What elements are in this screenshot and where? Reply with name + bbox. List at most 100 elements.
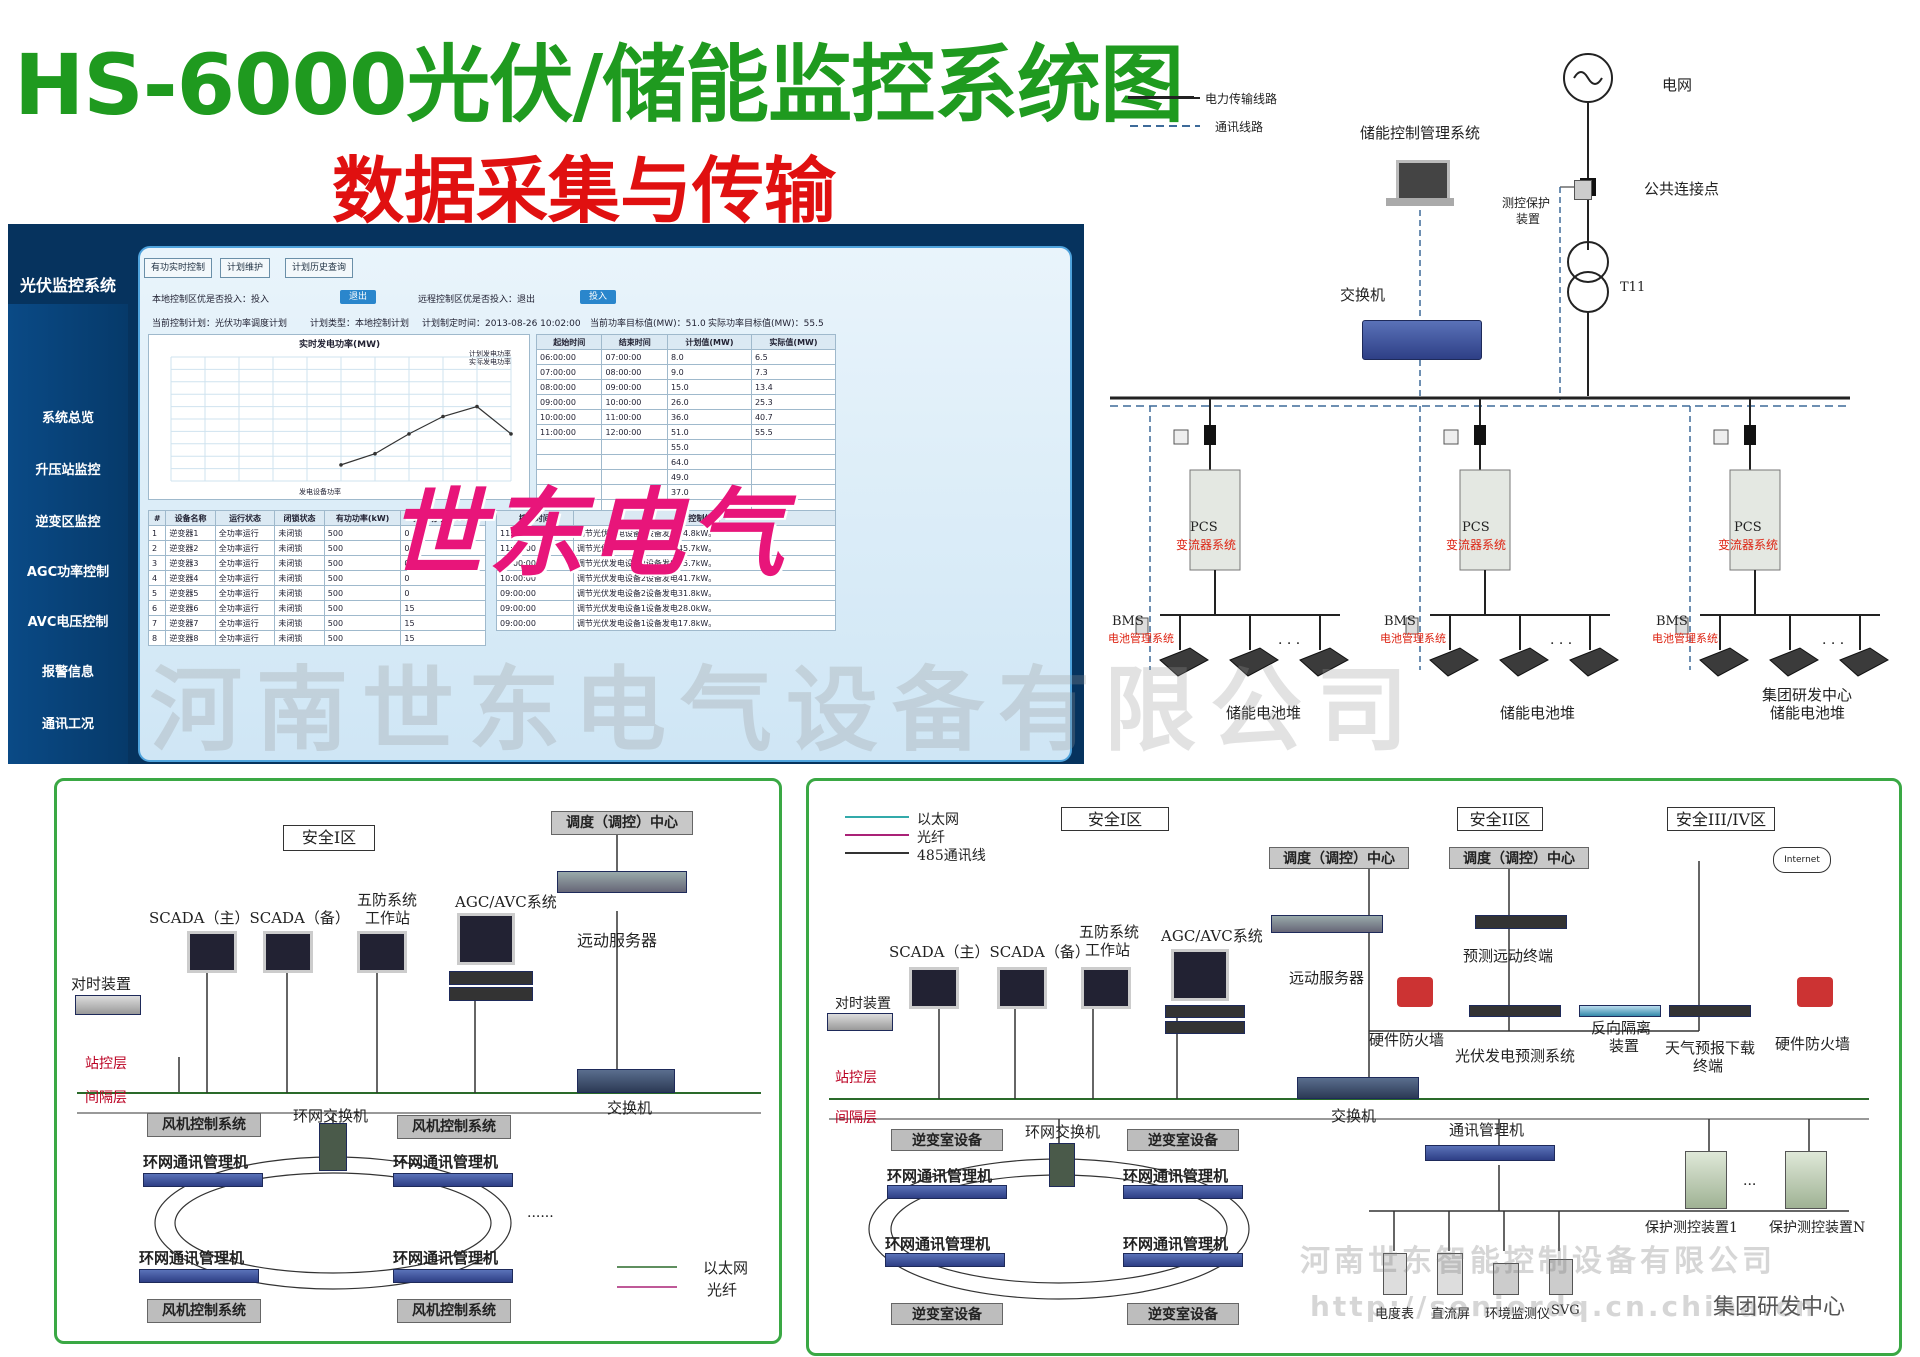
wind-scada-backup-pc-icon <box>263 931 313 973</box>
table-cell: 调节光伏发电设备1设备发电17.8kW。 <box>572 615 837 631</box>
table-cell: 12:00:00 <box>601 424 668 440</box>
nav-avc[interactable]: AVC电压控制 <box>27 614 109 630</box>
remote-enable-button[interactable]: 投入 <box>580 290 616 304</box>
url-watermark: http://seniordq.cn.china.cn <box>1310 1290 1818 1323</box>
switch-label: 交换机 <box>1340 286 1386 304</box>
table-cell: 逆变器4 <box>165 570 216 586</box>
tab-plan-maintenance[interactable]: 计划维护 <box>220 258 271 278</box>
table-cell: 51.0 <box>666 424 752 440</box>
table-cell: 未闭锁 <box>274 525 325 541</box>
table-cell: 8 <box>147 630 167 646</box>
battery-rack-icon <box>1839 647 1889 677</box>
table-header: 运行状态 <box>214 510 276 526</box>
nav-system-overview[interactable]: 系统总览 <box>41 410 94 426</box>
table-cell: 15.0 <box>666 379 752 395</box>
table-cell: 09:00:00 <box>601 379 668 395</box>
table-cell: 10:00:00 <box>535 409 603 425</box>
pv-ring-mgr-1: 环网通讯管理机 <box>887 1167 993 1185</box>
table-cell: 09:00:00 <box>496 615 574 631</box>
battery-label-1: 储能电池堆 <box>1226 704 1302 722</box>
pv-forecast-system-icon <box>1469 1005 1561 1017</box>
pcs-cabinet-icon <box>1459 469 1511 571</box>
table-cell: 08:00:00 <box>601 364 668 380</box>
nav-agc[interactable]: AGC功率控制 <box>26 564 110 580</box>
table-cell: 未闭锁 <box>274 630 325 646</box>
wind-remote-label: 远动服务器 <box>577 931 658 950</box>
status-plan: 当前控制计划：光伏功率调度计划 <box>152 319 288 329</box>
table-cell: 未闭锁 <box>274 555 325 571</box>
wind-legend-fiber: 光纤 <box>707 1281 738 1299</box>
nav-alarm[interactable]: 报警信息 <box>41 664 94 680</box>
switch-icon <box>1362 320 1482 360</box>
laptop-icon <box>1396 160 1450 202</box>
table-cell: 40.7 <box>750 409 837 425</box>
pcs-cabinet-icon <box>1729 469 1781 571</box>
status-target: 当前功率目标值(MW)：51.0 <box>590 319 706 329</box>
pv-protect1-label: 保护测控装置1 <box>1645 1220 1738 1236</box>
grid-label: 电网 <box>1662 76 1693 94</box>
wind-agc-monitor-icon <box>457 913 515 965</box>
shidong-logo: 世东电气 <box>388 478 788 590</box>
pv-forecast-terminal-icon <box>1475 915 1567 929</box>
wind-ring-mgr-4-icon <box>393 1269 513 1283</box>
status-actual: 实际功率目标值(MW)：55.5 <box>708 319 824 329</box>
meter-icon <box>1173 429 1189 445</box>
bms-sub-label-2: 电池管理系统 <box>1380 632 1446 645</box>
pv-inverter-1: 逆变室设备 <box>891 1129 1003 1151</box>
wind-ring-mgr-3: 环网通讯管理机 <box>139 1249 245 1267</box>
pv-inverter-4: 逆变室设备 <box>1127 1303 1239 1325</box>
nav-substation[interactable]: 升压站监控 <box>35 462 101 478</box>
dashboard-app-title: 光伏监控系统 <box>20 276 117 295</box>
ems-label: 储能控制管理系统 <box>1360 124 1481 142</box>
table-cell: 未闭锁 <box>274 540 325 556</box>
pv-ring-mgr-3: 环网通讯管理机 <box>885 1235 991 1253</box>
battery-rack-icon <box>1159 647 1209 677</box>
table-cell: 逆变器1 <box>165 525 216 541</box>
nav-comm[interactable]: 通讯工况 <box>41 716 94 732</box>
transformer-label: T11 <box>1620 280 1646 295</box>
wind-legend-ethernet: 以太网 <box>703 1259 749 1277</box>
table-header: # <box>147 510 167 526</box>
table-cell: 07:00:00 <box>601 349 668 365</box>
local-exit-button[interactable]: 退出 <box>340 290 376 304</box>
pcs-sub-label-1: 变流器系统 <box>1176 538 1237 552</box>
power-chart: 实时发电功率(MW) 计划发电功率 实际发电功率 发电设备功率 <box>148 334 530 500</box>
pv-switch-label: 交换机 <box>1331 1107 1377 1125</box>
battery-rack-icon <box>1429 647 1479 677</box>
battery-dots-1: · · · <box>1278 636 1301 652</box>
table-cell: 08:00:00 <box>535 379 603 395</box>
meter-icon <box>1443 429 1459 445</box>
pv-zone2-box: 安全II区 <box>1457 807 1543 831</box>
schedule-row[interactable]: 64.0 <box>535 454 837 470</box>
pcs-sub-label-3: 变流器系统 <box>1718 538 1779 552</box>
wind-zone-box: 安全I区 <box>283 825 375 851</box>
tab-plan-history[interactable]: 计划历史查询 <box>285 258 354 278</box>
pv-device-env: 环境监测仪 <box>1485 1307 1551 1322</box>
battery-rack-icon <box>1229 647 1279 677</box>
table-cell: 15 <box>400 600 486 616</box>
schedule-row[interactable]: 55.0 <box>535 439 837 455</box>
nav-inverter[interactable]: 逆变区监控 <box>35 514 101 530</box>
dashboard-sidebar: 系统总览 升压站监控 逆变区监控 AGC功率控制 AVC电压控制 报警信息 通讯… <box>8 304 128 764</box>
tab-realtime-control[interactable]: 有功实时控制 <box>144 258 213 278</box>
wind-ctrl-4: 风机控制系统 <box>397 1299 511 1323</box>
protect-device-1-icon <box>1685 1151 1727 1209</box>
pv-firewall-label: 硬件防火墙 <box>1369 1031 1445 1049</box>
